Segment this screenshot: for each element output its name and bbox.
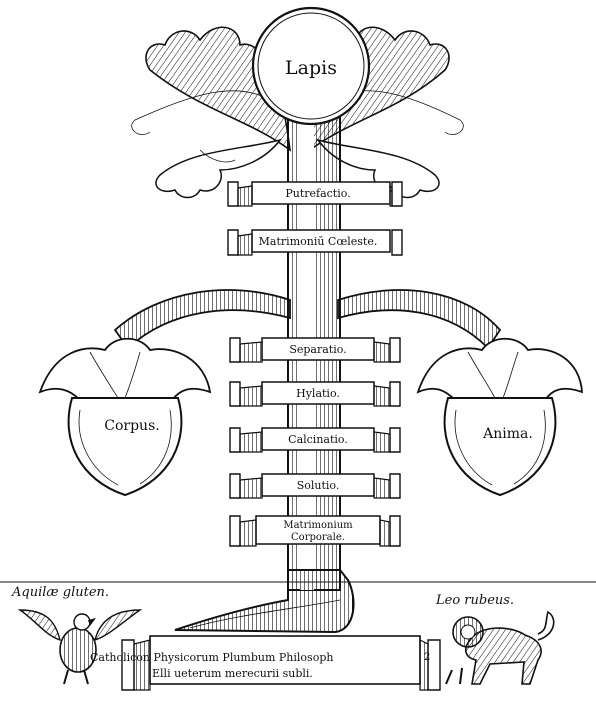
lapis-label: Lapis	[285, 57, 337, 79]
lion-figure: Leo rubeus.	[435, 593, 555, 685]
right-branch	[337, 289, 502, 350]
scroll-matrimonium-corporale: Matrimonium Corporale.	[229, 515, 401, 547]
scroll-label-solutio: Solutio.	[297, 479, 340, 492]
scroll-label-corporale: Corporale.	[291, 532, 345, 543]
scroll-separatio: Separatio.	[229, 337, 401, 363]
scroll-label-matrimonium: Matrimonium	[283, 520, 353, 531]
scroll-calcinatio: Calcinatio.	[229, 427, 401, 453]
scroll-hylatio: Hylatio.	[229, 381, 401, 407]
aquilae-gluten-label: Aquilæ gluten.	[11, 585, 109, 600]
scroll-label-hylatio: Hylatio.	[296, 387, 340, 400]
eagle-figure: Aquilæ gluten.	[11, 585, 143, 685]
scroll-solutio: Solutio.	[229, 473, 401, 499]
scroll-label-calcinatio: Calcinatio.	[288, 433, 348, 446]
lapis-orb: Lapis	[251, 6, 371, 126]
base-scroll-line-2: Elli ueterum merecurii subli.	[152, 667, 313, 680]
anima-label: Anima.	[482, 426, 533, 442]
scroll-label-separatio: Separatio.	[289, 343, 346, 356]
corpus-label: Corpus.	[104, 418, 159, 434]
scroll-matrimonium-coeleste: Matrimoniū Cœleste.	[227, 229, 403, 256]
scroll-label-putrefactio: Putrefactio.	[285, 187, 350, 200]
corpus-fruit: Corpus.	[38, 337, 212, 497]
leo-rubeus-label: Leo rubeus.	[435, 593, 514, 608]
base-scroll: Catholicon Physicorum Plumbum Philosoph …	[90, 635, 441, 691]
base-scroll-line-1: Catholicon Physicorum Plumbum Philosoph	[90, 651, 333, 664]
scroll-label-matrimonium-coeleste: Matrimoniū Cœleste.	[259, 235, 378, 248]
plate-number: 2	[424, 652, 430, 663]
scroll-putrefactio: Putrefactio.	[227, 181, 403, 207]
anima-fruit: Anima.	[416, 337, 583, 497]
